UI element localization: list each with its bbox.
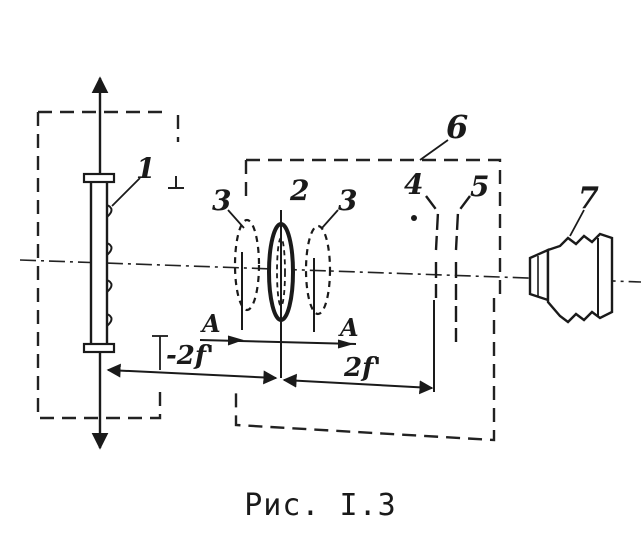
label-section-a-right: A bbox=[338, 313, 359, 342]
label-part4: 4 bbox=[404, 168, 423, 201]
object-bar-bottom-cap bbox=[82, 342, 116, 354]
screen bbox=[454, 195, 471, 342]
label-part3-left: 3 bbox=[212, 184, 231, 217]
object-bar bbox=[89, 176, 109, 352]
figure-caption: Рис. I.3 bbox=[244, 488, 397, 523]
label-part1: 1 bbox=[136, 152, 155, 185]
label-part6: 6 bbox=[446, 108, 468, 146]
marker-dot bbox=[411, 215, 417, 221]
dimension-label-left: -2f' bbox=[166, 341, 214, 371]
leader-part3-left bbox=[227, 209, 245, 229]
dashed-lens-right bbox=[304, 224, 332, 316]
leader-part6 bbox=[419, 139, 449, 161]
label-part5: 5 bbox=[470, 170, 489, 203]
image-plane bbox=[425, 195, 440, 298]
object-bar-top-cap bbox=[82, 172, 116, 184]
section-line-aa bbox=[199, 339, 357, 345]
dimension-line-right bbox=[282, 373, 434, 395]
leader-part7 bbox=[569, 209, 585, 237]
object-bar-teeth bbox=[106, 204, 113, 327]
dashed-lens-left bbox=[233, 218, 261, 312]
label-part7: 7 bbox=[578, 181, 599, 216]
section-arrow-left bbox=[227, 335, 244, 346]
section-arrow-right bbox=[337, 339, 354, 349]
label-section-a-left: A bbox=[200, 309, 221, 338]
right-dashed-enclosure bbox=[234, 158, 502, 442]
dimension-line-left bbox=[106, 363, 278, 385]
leader-part1 bbox=[111, 177, 141, 207]
dimension-label-right: 2f' bbox=[343, 353, 381, 383]
label-part2: 2 bbox=[289, 174, 309, 207]
label-part3-right: 3 bbox=[338, 184, 357, 217]
left-dashed-enclosure bbox=[36, 110, 180, 420]
eyepiece bbox=[528, 232, 614, 324]
left-dashed-enclosure-bracket bbox=[168, 176, 184, 189]
leader-part3-right bbox=[321, 209, 339, 229]
